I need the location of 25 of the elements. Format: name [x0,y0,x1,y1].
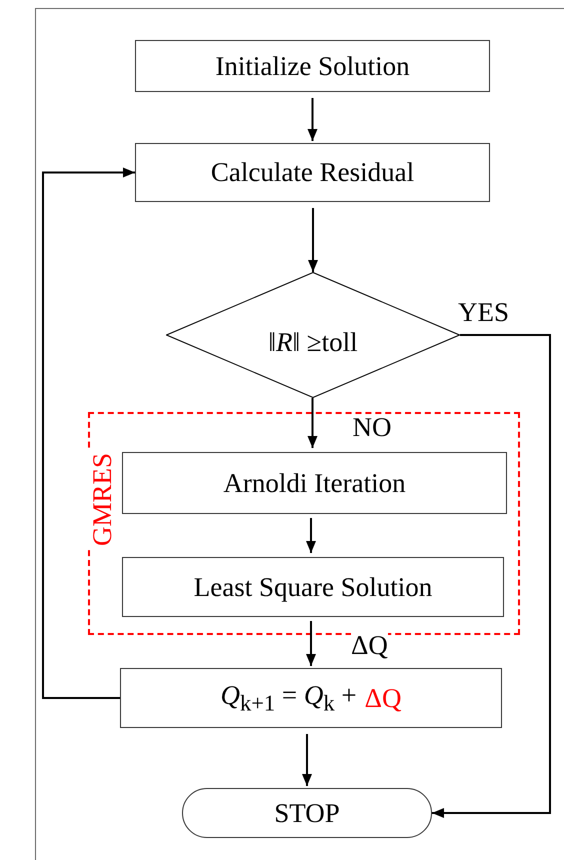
node-text: Q$_{k+1}$ = Q$_{k}$ + [220,680,357,716]
arrow [308,398,318,448]
node-text: STOP [274,798,340,828]
process-box [120,668,502,728]
node-text: Calculate Residual [210,157,414,188]
process-box [135,143,490,202]
arrow [306,621,316,666]
node-text: Least Square Solution [194,572,432,602]
edge-label: ΔQ [351,632,388,659]
decision-diamond [166,272,460,398]
arrow [432,334,551,818]
arrow [308,208,318,272]
process-box [122,452,507,514]
node-text: Initialize Solution [215,50,410,82]
arrow [308,98,318,141]
arrow [302,734,312,786]
arrow [306,518,316,553]
node-text: Arnoldi Iteration [223,468,406,498]
dashed-group-box [88,412,520,635]
terminal-box [182,788,432,838]
process-box [122,557,504,617]
arrow [42,168,135,699]
process-box [135,40,490,92]
node-text: ΔQ [364,682,402,714]
condition-text: ‖R‖ ≥toll [268,326,358,358]
